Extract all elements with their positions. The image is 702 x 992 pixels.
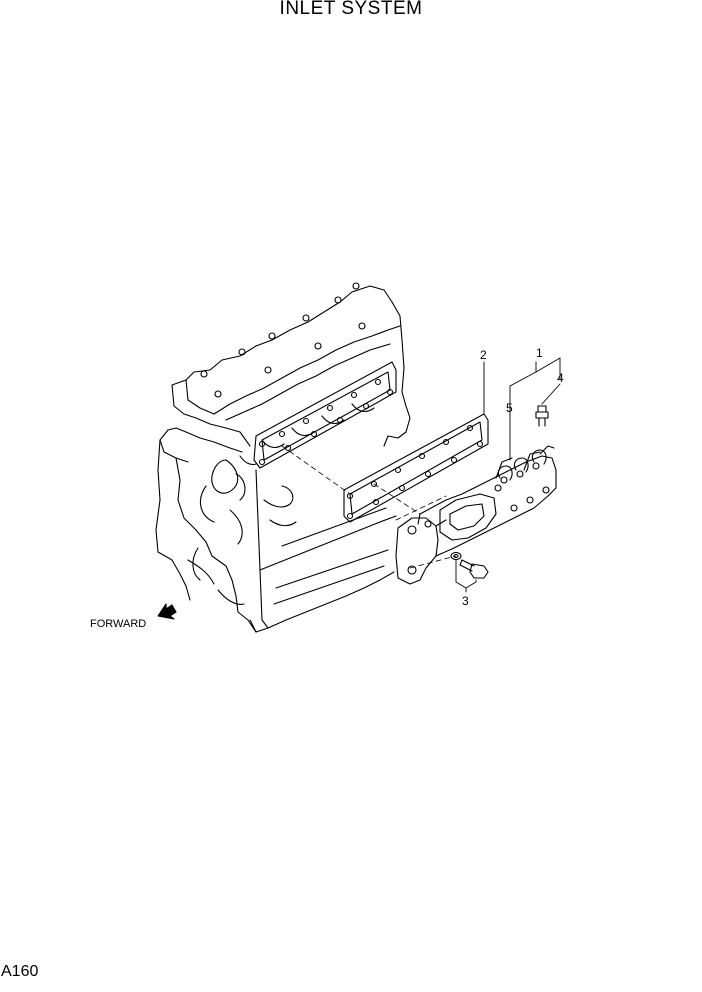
callout-1: 1	[536, 346, 543, 360]
plug-sensor	[535, 405, 549, 427]
alignment-lines	[281, 445, 457, 569]
callout-4: 4	[557, 371, 564, 385]
page-code: A160	[1, 963, 39, 980]
callout-5: 5	[506, 401, 513, 415]
forward-label: FORWARD	[90, 618, 146, 630]
callout-3: 3	[462, 594, 469, 608]
callout-2: 2	[480, 348, 487, 362]
inlet-manifold	[395, 445, 557, 585]
forward-arrow-icon	[157, 603, 177, 620]
bolt	[450, 551, 489, 579]
head-gasket-outline	[253, 361, 397, 469]
page-title: INLET SYSTEM	[279, 0, 423, 19]
engine-block	[155, 282, 411, 633]
leader-lines	[455, 357, 561, 593]
